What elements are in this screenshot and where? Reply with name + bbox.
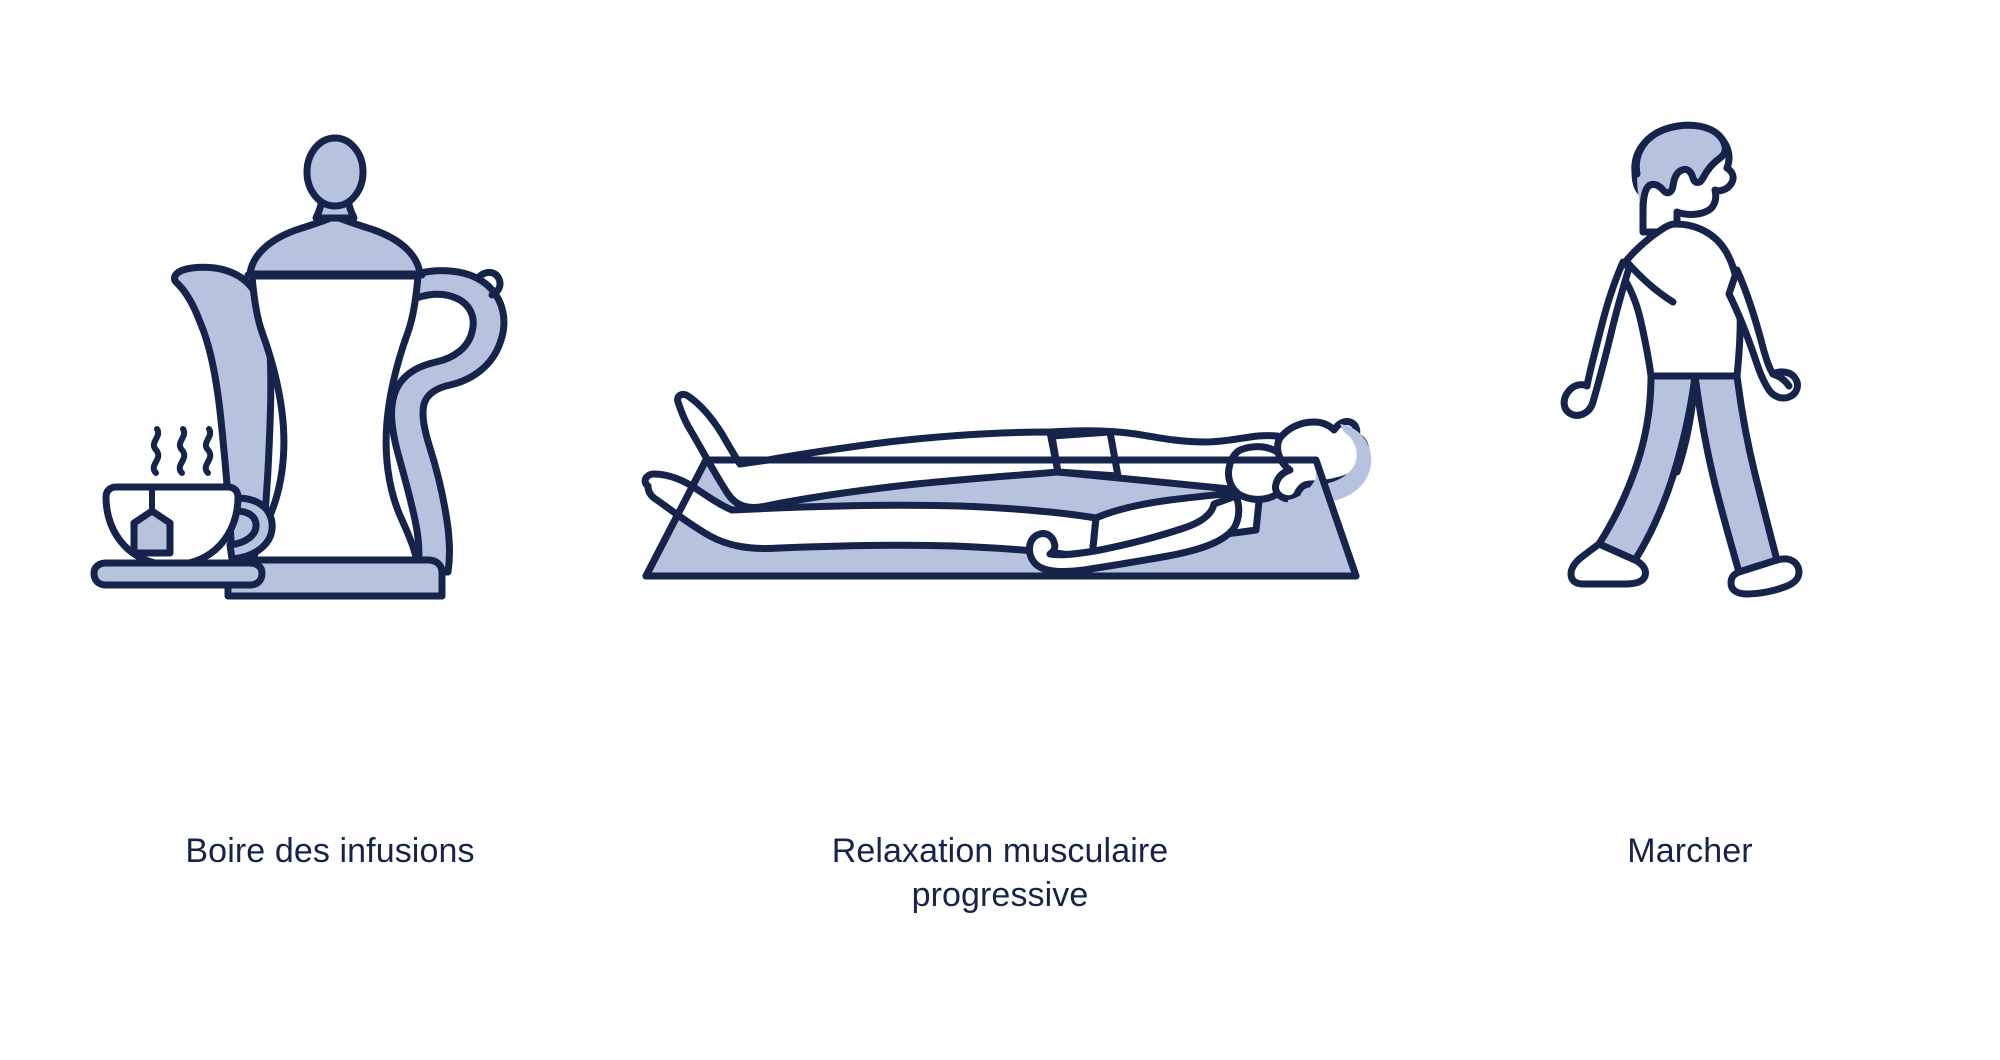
walker-hair-outline <box>1632 121 1729 216</box>
steam-line-2 <box>176 426 188 476</box>
walker-leg-crossing-seam <box>1673 372 1699 476</box>
walker-tshirt <box>1619 220 1744 380</box>
walker-back-shoe <box>1567 540 1649 588</box>
steam-line-1 <box>150 426 162 476</box>
steam-line-3 <box>202 426 214 476</box>
near-arm <box>1026 492 1243 575</box>
teabag-tag-icon <box>130 507 174 557</box>
teacup-illustration <box>90 425 300 615</box>
teapot-and-teacup-illustration <box>100 134 580 610</box>
caption-marcher: Marcher <box>1627 832 1753 870</box>
hair <box>1324 424 1372 502</box>
walker-front-leg <box>1691 372 1781 576</box>
teapot-lid <box>246 212 424 278</box>
panel-boire-des-infusions: Boire des infusions <box>40 0 620 1060</box>
caption-boire-des-infusions: Boire des infusions <box>185 832 475 870</box>
caption-relaxation-musculaire: Relaxation musculaire progressive <box>831 832 1169 914</box>
teapot-handle-icon <box>388 267 508 576</box>
walking-person-illustration <box>1560 120 1825 650</box>
walker-front-arm <box>1725 266 1801 402</box>
teacup-handle-icon <box>224 494 276 563</box>
teapot-spout-icon <box>171 263 275 560</box>
walker-front-shoe <box>1727 555 1803 598</box>
panel-relaxation-musculaire: Relaxation musculaire progressive <box>640 0 1372 1060</box>
walker-front-hand-detail <box>1769 370 1793 390</box>
person-lying-on-mat-illustration <box>640 380 1372 640</box>
mat-head-wedge <box>1280 460 1356 576</box>
hip-band <box>1048 428 1122 480</box>
teapot-finial-knob <box>303 134 367 210</box>
saucer <box>90 559 266 589</box>
teapot-handle-hook-icon <box>476 268 504 299</box>
panel-marcher: Marcher <box>1380 0 2000 1060</box>
walker-back-arm <box>1560 258 1633 419</box>
